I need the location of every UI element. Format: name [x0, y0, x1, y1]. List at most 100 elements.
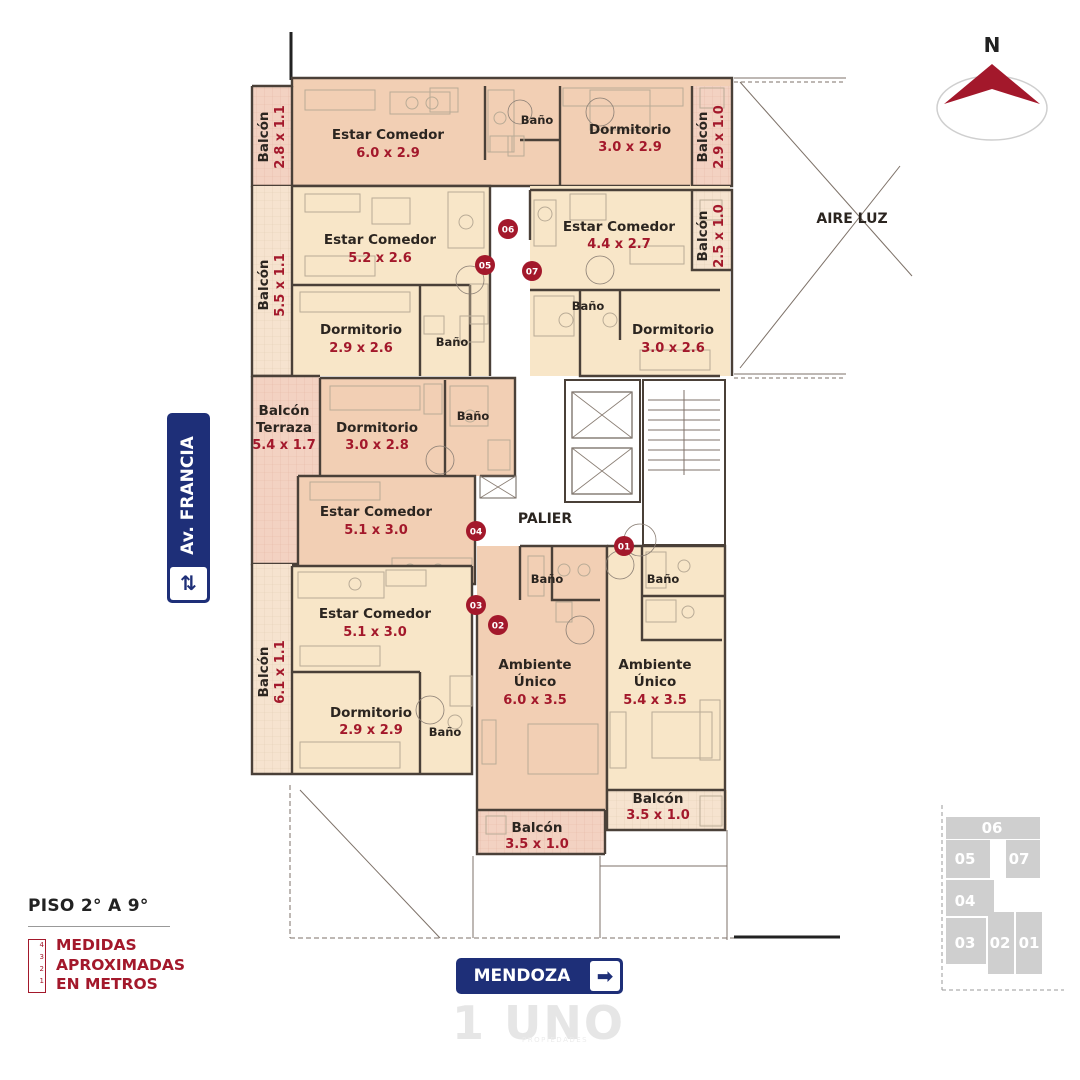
- floor-label: PISO 2° A 9°: [28, 896, 149, 916]
- balcony-01: [607, 790, 727, 830]
- balcony-label: Balcón: [256, 112, 272, 163]
- unit-03: Estar Comedor 5.1 x 3.0 Dormitorio 2.9 x…: [250, 564, 474, 776]
- svg-text:04: 04: [955, 892, 976, 910]
- north-arrow-icon: [944, 64, 1040, 104]
- bath-label: Baño: [531, 572, 564, 586]
- room-name: Dormitorio: [336, 420, 418, 436]
- balcony-label: Balcón: [512, 820, 563, 836]
- svg-text:06: 06: [982, 819, 1003, 837]
- balcony-dim: 5.4 x 1.7: [252, 438, 316, 453]
- room-dim: 5.4 x 3.5: [623, 693, 687, 708]
- room-dim: 5.1 x 3.0: [344, 523, 408, 538]
- building-core: PALIER: [479, 379, 726, 557]
- bath-label: Baño: [457, 409, 490, 423]
- unit-02: Ambiente Único 6.0 x 3.5 Baño Balcón 3.5…: [475, 544, 609, 856]
- svg-text:05: 05: [955, 850, 976, 868]
- balcony-label: Terraza: [256, 420, 312, 436]
- balcony-05: [252, 186, 292, 376]
- unit-marker-02: 02: [488, 615, 508, 635]
- room-name: Ambiente: [498, 657, 571, 673]
- watermark-logo: 1 UNO: [452, 996, 625, 1050]
- two-way-arrows-icon: ⇅: [170, 567, 207, 600]
- balcony-dim: 2.5 x 1.0: [712, 204, 727, 268]
- svg-text:07: 07: [1009, 850, 1030, 868]
- unit-marker-05: 05: [475, 255, 495, 275]
- room-name: Único: [514, 672, 556, 690]
- one-way-arrow-icon: ➡: [590, 961, 620, 991]
- bath-label: Baño: [436, 335, 469, 349]
- street-name: Av. FRANCIA: [178, 436, 198, 555]
- room-dim: 5.1 x 3.0: [343, 625, 407, 640]
- room-name: Estar Comedor: [563, 219, 676, 235]
- north-compass: N: [936, 33, 1048, 141]
- balcony-dim: 3.5 x 1.0: [626, 808, 690, 823]
- room-name: Estar Comedor: [320, 504, 433, 520]
- measures-line: APROXIMADAS: [56, 955, 186, 974]
- unit-marker-07: 07: [522, 261, 542, 281]
- balcony-dim: 2.8 x 1.1: [273, 105, 288, 169]
- room-name: Estar Comedor: [319, 606, 432, 622]
- palier-label: PALIER: [518, 511, 573, 527]
- unit-markers: 06 05 07 04 03 02 01: [466, 219, 634, 635]
- balcony-label: Balcón: [633, 791, 684, 807]
- svg-text:03: 03: [955, 934, 976, 952]
- balcony-label: Balcón: [695, 211, 711, 262]
- balcony-dim: 2.9 x 1.0: [712, 105, 727, 169]
- bath-label: Baño: [572, 299, 605, 313]
- svg-text:07: 07: [526, 268, 539, 278]
- north-label: N: [984, 33, 1001, 57]
- street-sign-av-francia: Av. FRANCIA ⇅: [167, 413, 210, 603]
- ruler-icon: 4 3 2 1: [28, 939, 46, 993]
- room-name: Estar Comedor: [332, 127, 445, 143]
- site-outline: [289, 32, 846, 940]
- balcony-03: [252, 564, 292, 774]
- room-name: Dormitorio: [320, 322, 402, 338]
- unit-06: Estar Comedor 6.0 x 2.9 Dormitorio 3.0 x…: [250, 76, 734, 188]
- unit-marker-06: 06: [498, 219, 518, 239]
- measures-note: 4 3 2 1 MEDIDAS APROXIMADAS EN METROS: [28, 936, 185, 995]
- balcony-label: Balcón: [695, 112, 711, 163]
- balcony-dim: 5.5 x 1.1: [273, 253, 288, 317]
- svg-text:04: 04: [470, 528, 483, 538]
- room-name: Estar Comedor: [324, 232, 437, 248]
- unit-marker-03: 03: [466, 595, 486, 615]
- balcony-dim: 3.5 x 1.0: [505, 837, 569, 852]
- room-dim: 6.0 x 2.9: [356, 146, 420, 161]
- elevator-1: [571, 391, 633, 439]
- watermark-subtitle: PROPIEDADES: [522, 1036, 589, 1044]
- svg-text:03: 03: [470, 602, 483, 612]
- unit-marker-04: 04: [466, 521, 486, 541]
- bath-label: Baño: [521, 113, 554, 127]
- unit-marker-01: 01: [614, 536, 634, 556]
- balcony-label: Balcón: [256, 260, 272, 311]
- room-name: Dormitorio: [632, 322, 714, 338]
- svg-text:01: 01: [618, 543, 631, 553]
- unit-01: Ambiente Único 5.4 x 3.5 Baño Balcón 3.5…: [605, 544, 727, 832]
- room-name: Único: [634, 672, 676, 690]
- divider: [28, 926, 170, 927]
- unit-07: Estar Comedor 4.4 x 2.7 Dormitorio 3.0 x…: [528, 186, 734, 378]
- room-dim: 3.0 x 2.9: [598, 140, 662, 155]
- svg-text:01: 01: [1019, 934, 1040, 952]
- balcony-label: Balcón: [259, 403, 310, 419]
- room-dim: 6.0 x 3.5: [503, 693, 567, 708]
- balcony-dim: 6.1 x 1.1: [273, 640, 288, 704]
- room-dim: 3.0 x 2.6: [641, 341, 705, 356]
- elevator-2: [571, 447, 633, 495]
- room-name: Dormitorio: [589, 122, 671, 138]
- balcony-07: [692, 190, 732, 270]
- balcony-02: [477, 810, 605, 854]
- bath-label: Baño: [429, 725, 462, 739]
- key-plan: 06 05 07 04 03 02 01: [941, 805, 1064, 991]
- street-name: MENDOZA: [473, 966, 571, 986]
- svg-text:06: 06: [502, 226, 515, 236]
- room-dim: 2.9 x 2.9: [339, 723, 403, 738]
- unit-04: Dormitorio 3.0 x 2.8 Estar Comedor 5.1 x…: [250, 374, 517, 586]
- balcony-06-west: [252, 86, 292, 186]
- room-dim: 3.0 x 2.8: [345, 438, 409, 453]
- room-name: Dormitorio: [330, 705, 412, 721]
- measures-line: MEDIDAS: [56, 936, 137, 954]
- svg-text:02: 02: [492, 622, 505, 632]
- aire-luz-courtyard: [739, 81, 913, 369]
